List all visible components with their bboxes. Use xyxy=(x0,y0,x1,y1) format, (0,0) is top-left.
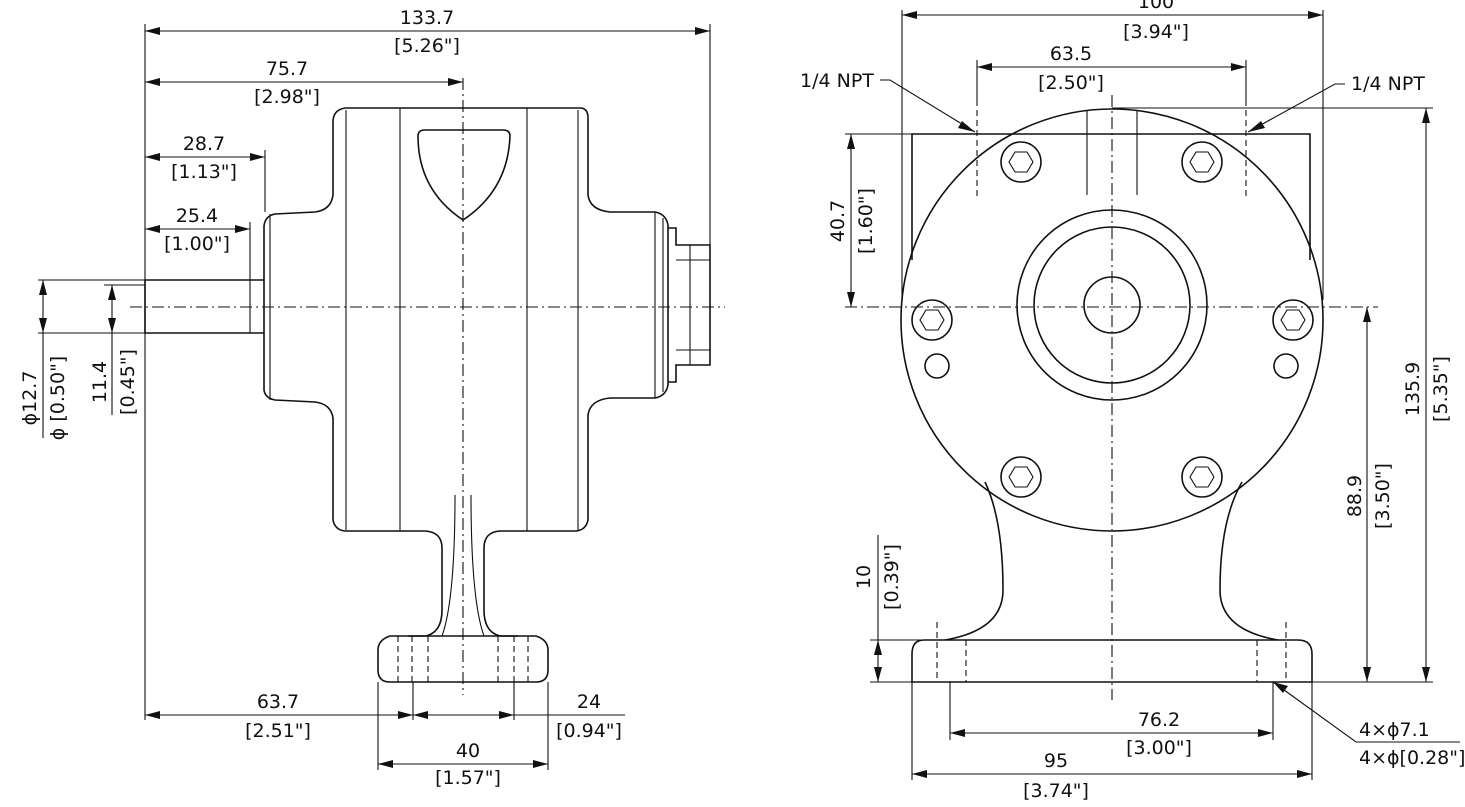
side-view: 133.7 [5.26"] 75.7 [2.98"] 28.7 [1.13"] … xyxy=(19,7,725,789)
dim-center-height-inch: [3.50"] xyxy=(1372,463,1394,529)
bolt-icon xyxy=(1181,456,1223,498)
dim-base-length-inch: [1.57"] xyxy=(435,767,501,789)
dim-overall-length-inch: [5.26"] xyxy=(394,35,460,57)
dim-base-offset-inch: [2.51"] xyxy=(245,720,311,742)
dim-overall-length: 133.7 xyxy=(400,7,454,29)
dim-base-thickness-inch: [0.39"] xyxy=(881,544,903,610)
dim-center-height: 88.9 xyxy=(1344,475,1366,517)
side-body-outline xyxy=(345,107,669,637)
dim-hole-spacing-inch: [3.00"] xyxy=(1126,737,1192,759)
dim-to-centerline: 75.7 xyxy=(266,58,308,80)
dim-base-length: 40 xyxy=(456,740,480,762)
dim-overall-width-inch: [3.94"] xyxy=(1123,21,1189,43)
dim-port-spacing-inch: [2.50"] xyxy=(1038,72,1104,94)
dim-shaft-diameter: ϕ12.7 xyxy=(19,371,41,426)
dim-shaft-usable-inch: [1.00"] xyxy=(164,233,230,255)
dim-overall-height: 135.9 xyxy=(1402,362,1424,416)
dim-arrows xyxy=(958,121,975,132)
dim-arrows xyxy=(145,153,265,161)
pin-hole xyxy=(1273,353,1299,379)
dim-mount-holes-inch: 4×ϕ[0.28"] xyxy=(1359,747,1465,769)
dim-base-thickness: 10 xyxy=(853,565,875,589)
dim-shaft-flat: 11.4 xyxy=(89,361,111,403)
front-pedestal xyxy=(944,481,1004,641)
pedestal-line xyxy=(441,494,456,637)
dim-shaft-usable: 25.4 xyxy=(176,205,218,227)
dim-shaft-diameter-inch: ϕ [0.50"] xyxy=(47,356,69,440)
dim-arrows xyxy=(39,280,47,333)
dim-arrows xyxy=(1248,121,1265,132)
port-block xyxy=(911,133,1311,260)
dim-front-base-length: 95 xyxy=(1044,750,1068,772)
dim-arrows xyxy=(1273,682,1288,693)
bolt-icon xyxy=(1000,141,1042,183)
dim-overall-width: 100 xyxy=(1138,0,1174,13)
dim-overall-height-inch: [5.35"] xyxy=(1430,356,1452,422)
dim-base-width: 24 xyxy=(577,691,601,713)
front-pedestal xyxy=(1219,481,1279,641)
dim-port-height: 40.7 xyxy=(827,200,849,242)
dim-base-width-inch: [0.94"] xyxy=(556,720,622,742)
dim-arrows xyxy=(874,640,882,682)
pedestal-line xyxy=(470,494,485,637)
dim-shaft-length-inch: [1.13"] xyxy=(171,161,237,183)
shield-emblem xyxy=(417,129,511,221)
pin-hole xyxy=(924,353,950,379)
bolt-icon xyxy=(911,299,953,341)
dim-mount-holes: 4×ϕ7.1 xyxy=(1359,719,1430,741)
side-foot xyxy=(377,635,549,683)
mount-hole-leader xyxy=(1272,681,1460,743)
dim-arrows xyxy=(108,285,116,333)
bolt-icon xyxy=(1000,456,1042,498)
port-leader-left xyxy=(880,79,976,133)
dim-to-centerline-inch: [2.98"] xyxy=(254,86,320,108)
dim-hole-spacing: 76.2 xyxy=(1138,709,1180,731)
port-label-right: 1/4 NPT xyxy=(1351,73,1425,95)
dim-port-height-inch: [1.60"] xyxy=(855,188,877,254)
port-leader-right xyxy=(1247,83,1345,133)
dim-shaft-length: 28.7 xyxy=(183,133,225,155)
dim-base-offset: 63.7 xyxy=(257,691,299,713)
side-body-outline-left xyxy=(263,107,443,637)
dim-front-base-length-inch: [3.74"] xyxy=(1023,780,1089,802)
bolt-icon xyxy=(1181,141,1223,183)
front-view: 100 [3.94"] 63.5 [2.50"] 1/4 NPT 1/4 NPT… xyxy=(800,0,1465,802)
port-label-left: 1/4 NPT xyxy=(800,70,874,92)
bolt-icon xyxy=(1272,299,1314,341)
dim-port-spacing: 63.5 xyxy=(1050,43,1092,65)
dim-shaft-flat-inch: [0.45"] xyxy=(117,349,139,415)
rear-fitting xyxy=(668,227,711,383)
